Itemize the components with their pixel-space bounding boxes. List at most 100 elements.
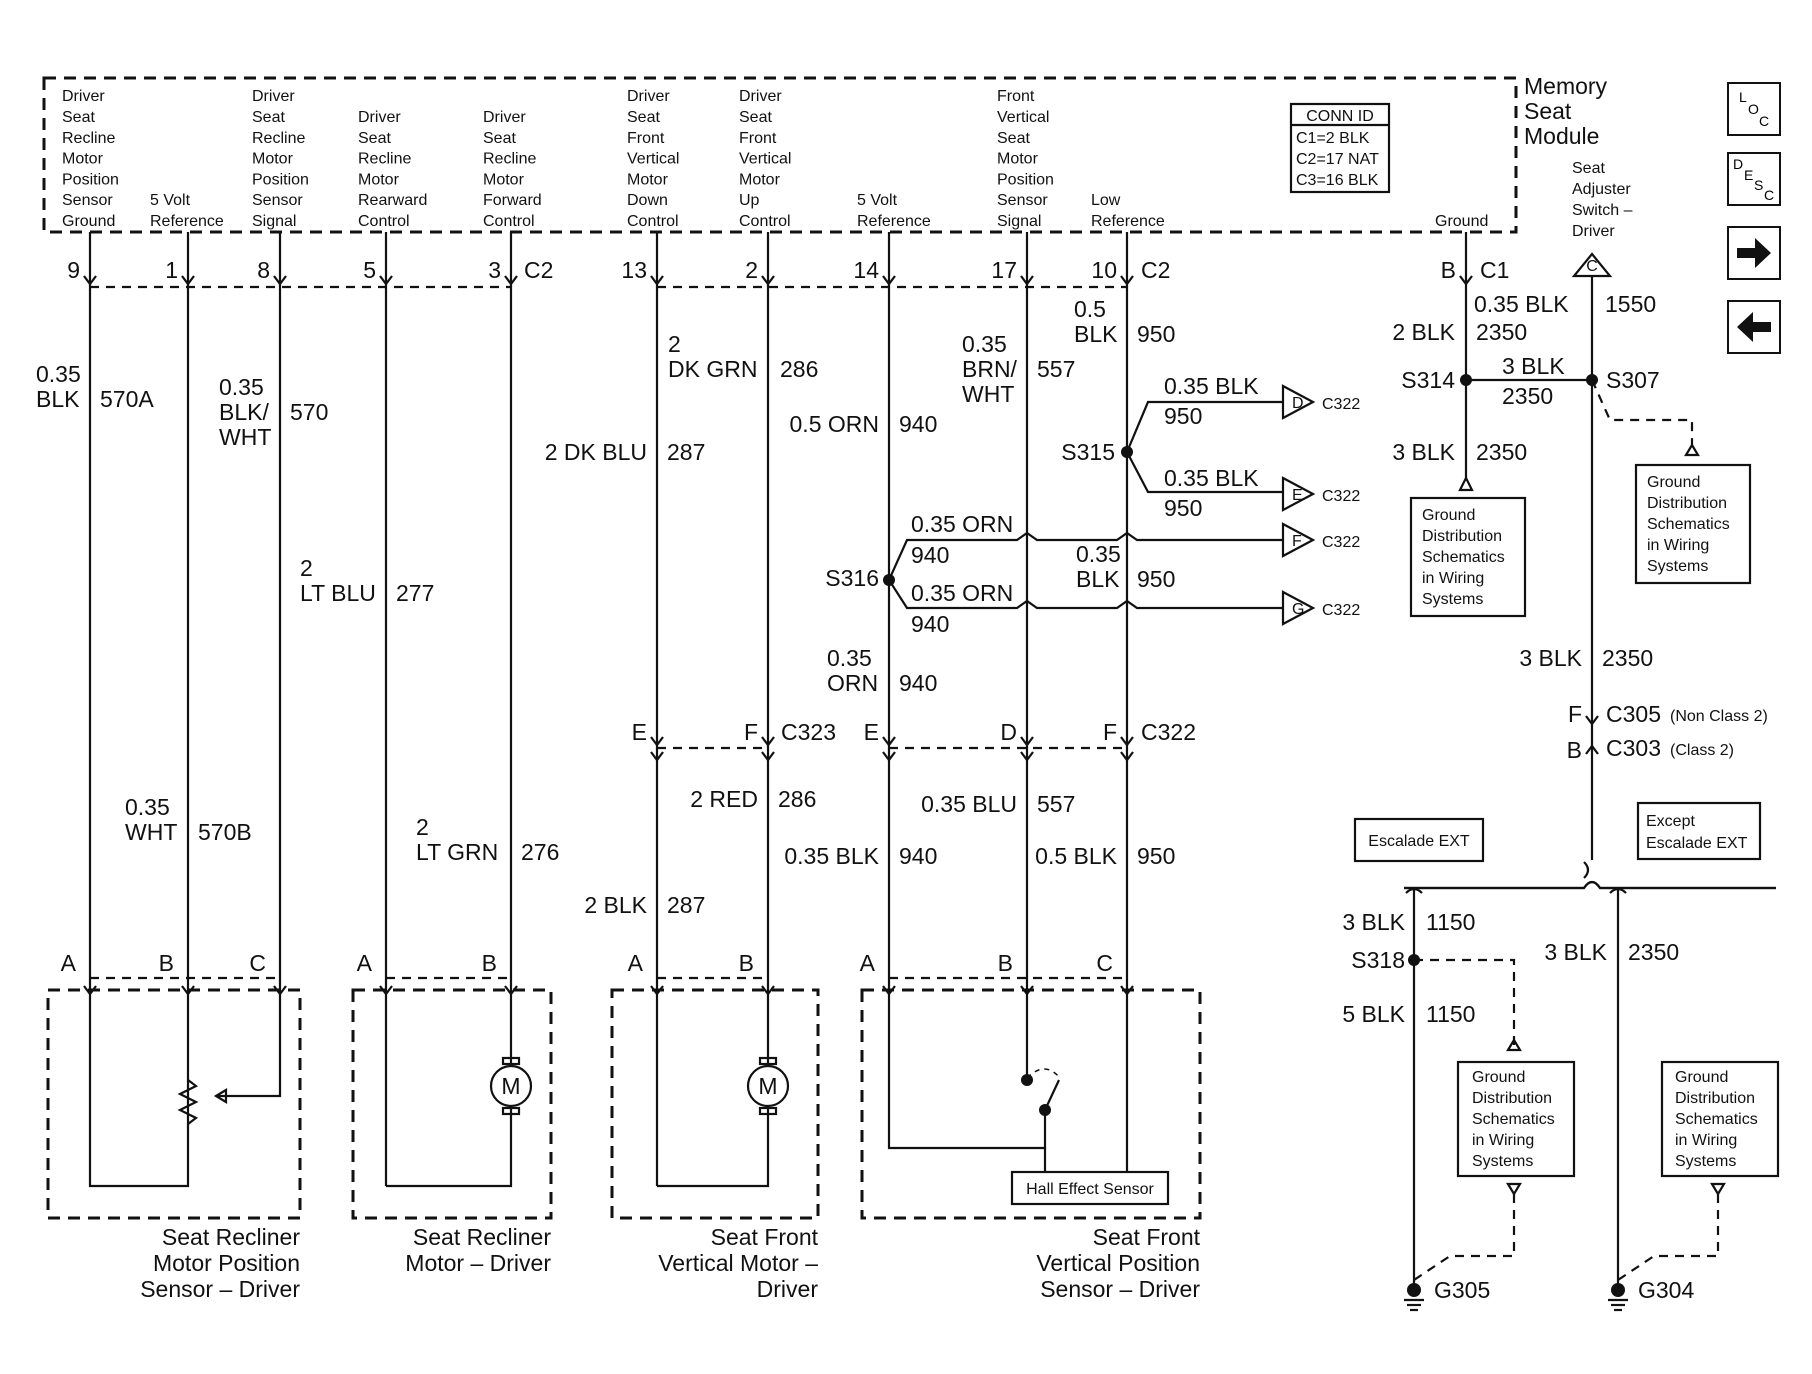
circuit-number: 950 [1137,843,1175,869]
circuit-number: 277 [396,580,434,606]
c305-pin: F [1568,701,1582,727]
wire-gauge-color: 2 [416,814,429,840]
c322-label: C322 [1322,534,1360,551]
c322-pin-letter: G [1292,601,1304,618]
pin-header-label: Driver [483,109,526,126]
wire-gauge-color: 2 BLK [584,892,647,918]
pin-header-label: Vertical [739,151,791,168]
wire-gauge-color: BLK/ [219,399,269,425]
except-escalade-label: Except [1646,813,1695,830]
next-arrow-icon[interactable] [1727,226,1781,280]
svg-text:C: C [1764,187,1774,203]
ground-link-dash [1414,958,1516,1046]
c323-label: C323 [781,719,836,745]
top-pin-number: 3 [488,257,501,283]
component-name: Driver [757,1276,819,1302]
ground-distribution-text: Systems [1472,1153,1533,1170]
circuit-number: 950 [1164,495,1202,521]
svg-text:D: D [1733,156,1743,172]
previous-arrow-icon[interactable] [1727,300,1781,354]
wire-gauge-color: 5 BLK [1342,1001,1405,1027]
component-pin-letter: B [998,950,1013,976]
c322-connector-triangle [1281,476,1316,512]
mid-chevron [1120,736,1134,747]
wire-gauge-color: BRN/ [962,356,1018,382]
memory-seat-module-box [42,76,1518,234]
desc-icon[interactable]: D E S C [1727,152,1781,206]
wire-gauge-color: 0.35 BLK [784,843,879,869]
circuit-number: 940 [899,843,937,869]
motor-brush [501,1056,521,1066]
circuit-number: 950 [1137,566,1175,592]
ground-distribution-text: in Wiring [1422,570,1484,587]
pin-header-label: Down [627,192,668,209]
c322-pin-letter: F [1292,533,1302,550]
svg-text:S: S [1754,177,1763,193]
circuit-number: 276 [521,839,559,865]
ground-ref-arrow [1710,1182,1726,1197]
motor-letter: M [758,1073,777,1099]
circuit-number: 940 [899,411,937,437]
switch-label: Adjuster [1572,181,1631,198]
wire-path [887,990,1047,1150]
c303-pin: B [1567,737,1582,763]
c2-connector-label: C2 [524,257,553,283]
conn-id-row: C1=2 BLK [1296,130,1370,147]
ground-label: G305 [1434,1277,1490,1303]
ground-link-dash [1413,1194,1516,1281]
ground-distribution-text: Schematics [1675,1111,1758,1128]
c1-connector-label: C1 [1480,257,1509,283]
c322-label: C322 [1322,602,1360,619]
c303-note: (Class 2) [1670,742,1734,759]
ground-distribution-box [1456,1060,1576,1178]
escalade-ext-label: Escalade EXT [1368,833,1470,850]
except-escalade-box [1636,801,1762,861]
pin-header-label: Front [739,130,777,147]
circuit-number: 570 [290,399,328,425]
wire-gauge-color: 3 BLK [1519,645,1582,671]
pin-header-label: Seat [483,130,516,147]
pin-header-label: Recline [252,130,305,147]
wire-gauge-color: LT GRN [416,839,498,865]
ground-distribution-text: Ground [1472,1069,1525,1086]
pin-header-label: Reference [1091,213,1165,230]
wire-path [1404,880,1776,890]
c305-label: C305 [1606,701,1661,727]
splice-label: S314 [1401,367,1455,393]
pin-header-label: Seat [739,109,772,126]
pin-header-label: Seat [997,130,1030,147]
wire-gauge-color: DK GRN [668,356,757,382]
svg-text:E: E [1744,167,1753,183]
ground-distribution-text: Schematics [1472,1111,1555,1128]
motor-letter: M [501,1073,520,1099]
component-name: Sensor – Driver [140,1276,300,1302]
component-name: Seat Recliner [413,1224,551,1250]
ground-distribution-text: Schematics [1422,549,1505,566]
ground-distribution-text: Systems [1647,558,1708,575]
splice-label: S307 [1606,367,1660,393]
wire-gauge-color: 0.35 [1076,541,1121,567]
wire-gauge-color: 0.35 [962,331,1007,357]
pin-header-label: Motor [62,151,104,168]
loc-icon[interactable]: L O C [1727,82,1781,136]
ground-ref-arrow [1506,1037,1522,1052]
circuit-number: 557 [1037,791,1075,817]
pin-header-label: Recline [62,130,115,147]
wire-gauge-color: WHT [962,381,1014,407]
pin-header-label: Recline [483,151,536,168]
wire-gauge-color: 0.5 [1074,296,1106,322]
ground-distribution-text: Distribution [1675,1090,1755,1107]
pin-header-label: Seat [358,130,391,147]
wire-gauge-color: WHT [125,819,177,845]
wire-gauge-color: BLK [36,386,80,412]
component-name: Vertical Motor – [658,1250,818,1276]
mid-chevron [882,736,896,747]
module-title: Module [1524,123,1599,149]
pin-header-label: Motor [483,171,525,188]
component-name: Seat Front [711,1224,819,1250]
pin-header-label: Driver [252,88,295,105]
switch-label: Driver [1572,223,1615,240]
ground-distribution-box [1634,463,1752,585]
